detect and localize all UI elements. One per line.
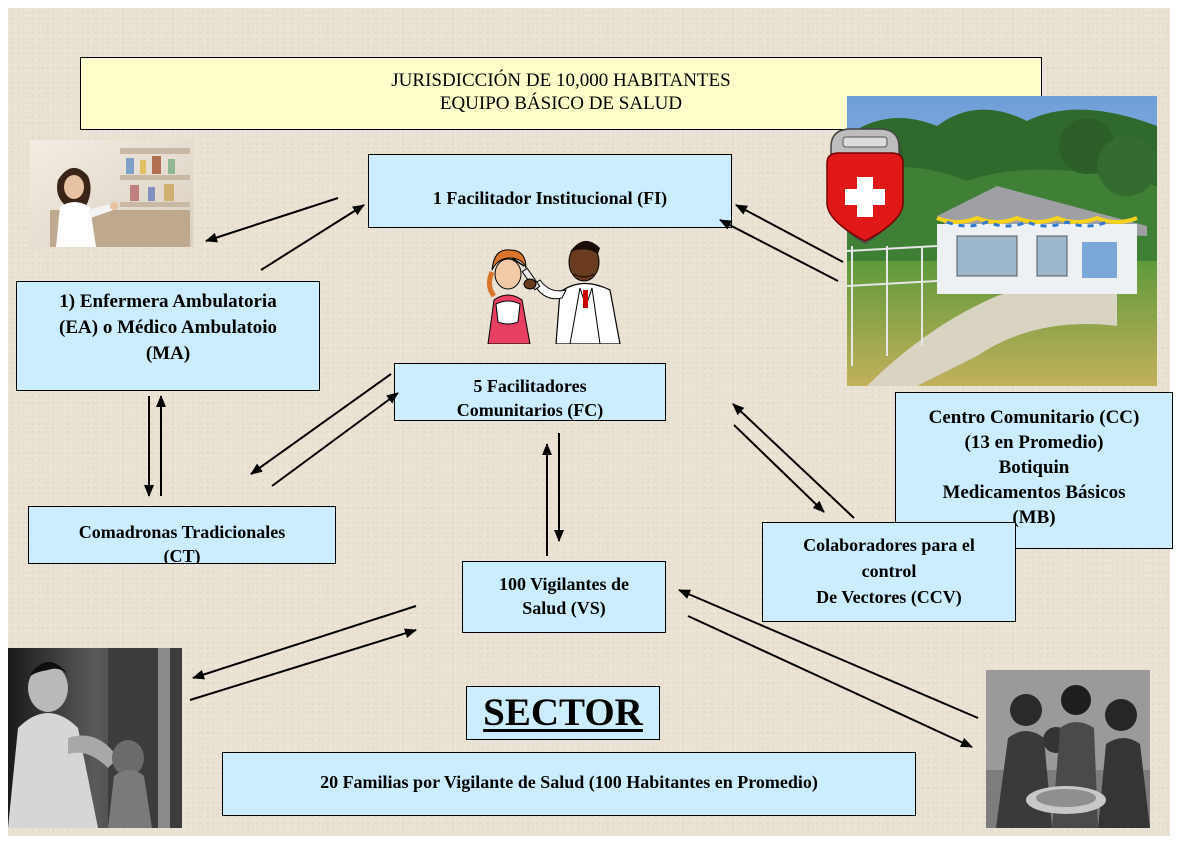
arrow-fi-to-nurse [205, 197, 339, 243]
arrow-fc-to-ct [250, 373, 392, 475]
ea-line-1: 1) Enfermera Ambulatoria [59, 291, 277, 312]
box-facilitador-institucional: 1 Facilitador Institucional (FI) [368, 154, 732, 228]
arrow-ea-to-fi [260, 204, 365, 271]
vs-line-2: Salud (VS) [522, 598, 606, 618]
arrow-ccv-to-fc [732, 403, 855, 519]
cc-line-4: Medicamentos Básicos [942, 482, 1126, 503]
arrow-families-to-vs [678, 589, 979, 719]
arrow-cc-to-fi-2 [719, 219, 839, 282]
cc-line-1: Centro Comunitario (CC) [928, 407, 1140, 428]
nurse-photo [30, 140, 193, 247]
health-post-photo [847, 96, 1157, 386]
familias-text: 20 Familias por Vigilante de Salud (100 … [320, 772, 818, 792]
box-familias: 20 Familias por Vigilante de Salud (100 … [222, 752, 916, 816]
ct-line-1: Comadronas Tradicionales [78, 522, 286, 542]
arrow-vs-to-mother [192, 605, 417, 680]
families-photo [986, 670, 1150, 828]
arrow-mother-to-vs [189, 628, 417, 701]
fc-line-2: Comunitarios (FC) [456, 400, 604, 420]
box-centro-comunitario: Centro Comunitario (CC) (13 en Promedio)… [895, 392, 1173, 549]
title-line-2: EQUIPO BÁSICO DE SALUD [439, 93, 683, 114]
fc-line-1: 5 Facilitadores [473, 376, 587, 396]
arrow-ct-to-fc [271, 392, 399, 487]
cc-line-2: (13 en Promedio) [964, 432, 1104, 453]
box-facilitadores-comunitarios: 5 Facilitadores Comunitarios (FC) [394, 363, 666, 421]
vaccination-clipart [484, 226, 632, 344]
ea-line-3: (MA) [145, 343, 191, 364]
cc-line-3: Botiquin [998, 457, 1070, 478]
vs-line-1: 100 Vigilantes de [498, 574, 629, 594]
sector-text: SECTOR [483, 691, 643, 734]
arrow-vs-to-families [687, 615, 973, 748]
fi-label: 1 Facilitador Institucional (FI) [432, 188, 668, 208]
ccv-line-2: control [861, 561, 917, 581]
ccv-line-1: Colaboradores para el [803, 535, 975, 555]
first-aid-bag-icon [817, 127, 913, 249]
ct-line-2: (CT) [163, 546, 201, 564]
ccv-line-3: De Vectores (CCV) [816, 587, 962, 607]
ea-line-2: (EA) o Médico Ambulatoio [59, 317, 277, 338]
box-colaboradores-vectores: Colaboradores para el control De Vectore… [762, 522, 1016, 622]
arrow-fc-to-ccv [733, 424, 825, 513]
arrow-cc-to-fi-1 [735, 204, 844, 263]
mother-child-photo [8, 648, 182, 828]
box-vigilantes-salud: 100 Vigilantes de Salud (VS) [462, 561, 666, 633]
box-enfermera-ambulatoria: 1) Enfermera Ambulatoria (EA) o Médico A… [16, 281, 320, 391]
cc-line-5: (MB) [1012, 507, 1056, 528]
title-line-1: JURISDICCIÓN DE 10,000 HABITANTES [391, 70, 731, 91]
sector-label: SECTOR [466, 686, 660, 740]
box-comadronas: Comadronas Tradicionales (CT) [28, 506, 336, 564]
